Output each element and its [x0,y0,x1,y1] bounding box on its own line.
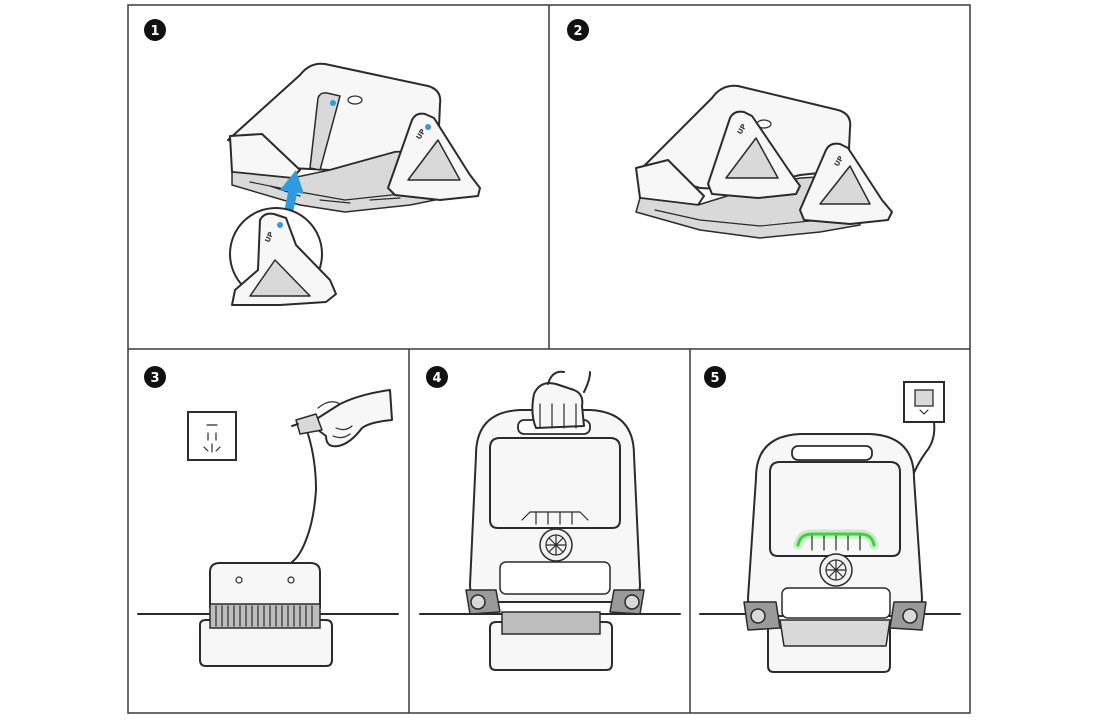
plugged-power-cable [911,421,936,479]
step-badge-5: 5 [704,366,726,388]
step-badge-1: 1 [144,19,166,41]
step-badge-3: 3 [144,366,166,388]
dock-base-tilted: UP [227,62,481,213]
panel-step-5: 5 [699,366,961,673]
step-number-5: 5 [710,371,719,386]
dock-base-assembled: UP UP [635,84,893,239]
panel-step-1: 1 UP [144,19,481,306]
charging-dock [199,562,333,667]
charging-dock-under-robot [489,611,613,671]
hand-lifting-icon [531,370,591,429]
hand-holding-plug-icon [291,389,393,448]
pool-robot [465,409,645,615]
step-number-1: 1 [150,24,159,39]
charging-indicator-light [796,532,876,547]
panel-grid [127,4,971,714]
insert-arrow-icon [280,170,304,211]
step-number-2: 2 [573,24,582,39]
magnified-leg-detail: UP [229,207,337,306]
wall-outlet-icon [187,411,237,461]
magnified-up-label: UP [264,231,276,244]
slot-indicator-dot [330,100,336,106]
step-badge-4: 4 [426,366,448,388]
leg-indicator-dot [425,124,431,130]
step-number-3: 3 [150,371,159,386]
step-number-4: 4 [432,371,441,386]
magnified-indicator-dot [277,222,283,228]
panel-step-3: 3 [137,366,399,667]
panel-step-2: 2 UP UP [567,19,893,239]
panel-step-4: 4 [419,366,681,671]
pool-robot-charging [743,433,927,647]
step-badge-2: 2 [567,19,589,41]
power-cable [291,433,317,563]
plugged-outlet-icon [903,381,945,423]
